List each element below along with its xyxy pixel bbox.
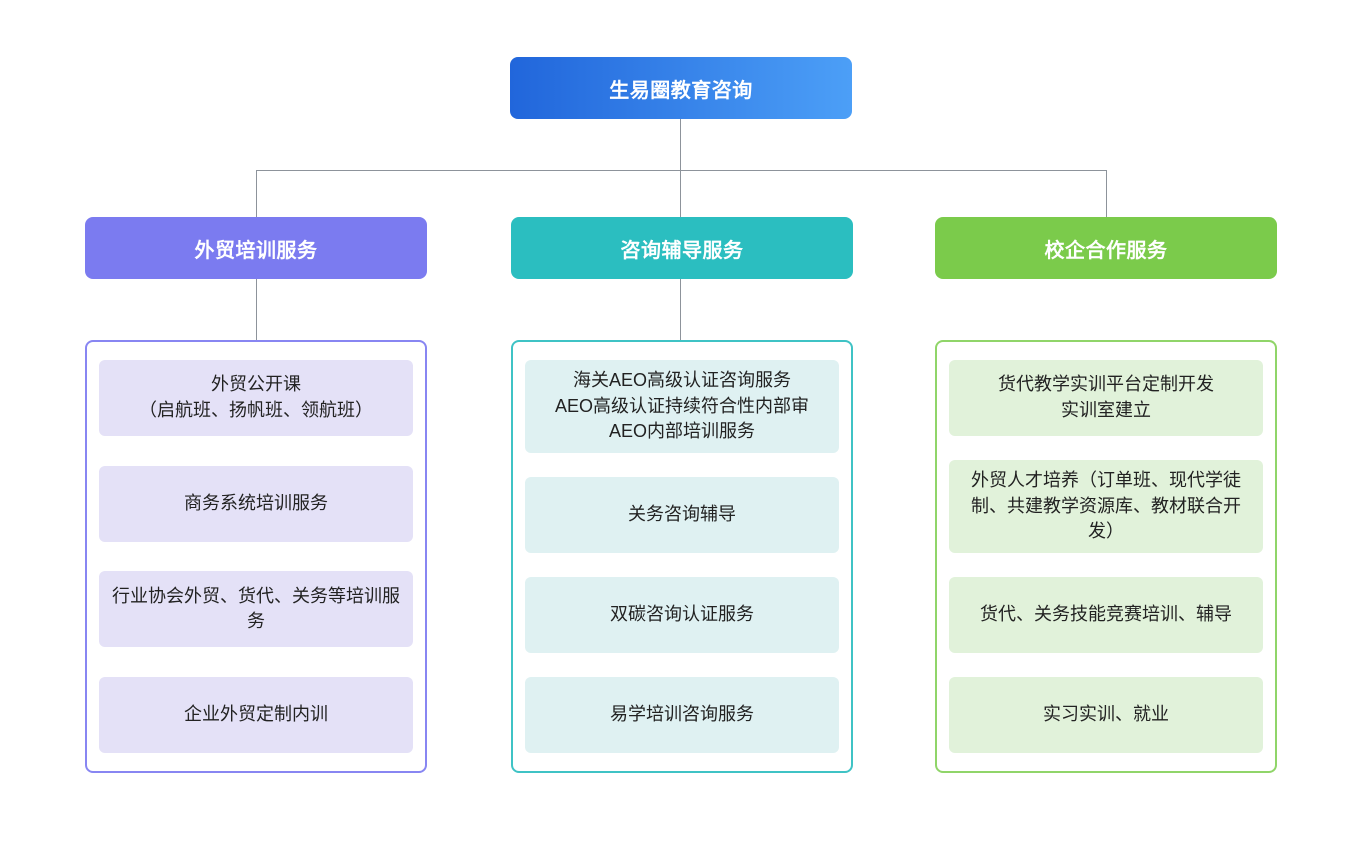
leaf-node-enterprise-custom-training[interactable]: 企业外贸定制内训 — [99, 676, 413, 753]
leaf-node-business-system-training[interactable]: 商务系统培训服务 — [99, 465, 413, 542]
leaf-node-dual-carbon-consulting[interactable]: 双碳咨询认证服务 — [525, 576, 839, 653]
leaf-node-customs-consulting[interactable]: 关务咨询辅导 — [525, 476, 839, 553]
branch-panel-school-enterprise: 货代教学实训平台定制开发 实训室建立 外贸人才培养（订单班、现代学徒制、共建教学… — [935, 340, 1277, 773]
branch-panel-consulting-coaching: 海关AEO高级认证咨询服务 AEO高级认证持续符合性内部审 AEO内部培训服务 … — [511, 340, 853, 773]
connector-line-bus — [256, 170, 1107, 171]
leaf-node-skill-competition-training[interactable]: 货代、关务技能竞赛培训、辅导 — [949, 576, 1263, 653]
connector-line-drop-left — [256, 170, 257, 217]
leaf-node-industry-association-training[interactable]: 行业协会外贸、货代、关务等培训服务 — [99, 571, 413, 648]
connector-line-panel-center — [680, 279, 681, 340]
leaf-node-internship-employment[interactable]: 实习实训、就业 — [949, 676, 1263, 753]
leaf-node-training-platform-development[interactable]: 货代教学实训平台定制开发 实训室建立 — [949, 360, 1263, 436]
connector-line-panel-left — [256, 279, 257, 340]
connector-line-root-stem — [680, 119, 681, 170]
leaf-node-yixue-training-consulting[interactable]: 易学培训咨询服务 — [525, 676, 839, 753]
branch-panel-trade-training: 外贸公开课 （启航班、扬帆班、领航班） 商务系统培训服务 行业协会外贸、货代、关… — [85, 340, 427, 773]
leaf-node-aeo-certification[interactable]: 海关AEO高级认证咨询服务 AEO高级认证持续符合性内部审 AEO内部培训服务 — [525, 360, 839, 453]
branch-header-consulting-coaching[interactable]: 咨询辅导服务 — [511, 217, 853, 279]
leaf-node-open-course[interactable]: 外贸公开课 （启航班、扬帆班、领航班） — [99, 360, 413, 436]
connector-line-drop-center — [680, 170, 681, 217]
connector-line-drop-right — [1106, 170, 1107, 217]
leaf-node-talent-cultivation[interactable]: 外贸人才培养（订单班、现代学徒制、共建教学资源库、教材联合开发） — [949, 460, 1263, 553]
branch-header-trade-training[interactable]: 外贸培训服务 — [85, 217, 427, 279]
branch-header-school-enterprise[interactable]: 校企合作服务 — [935, 217, 1277, 279]
root-node[interactable]: 生易圈教育咨询 — [510, 57, 852, 119]
